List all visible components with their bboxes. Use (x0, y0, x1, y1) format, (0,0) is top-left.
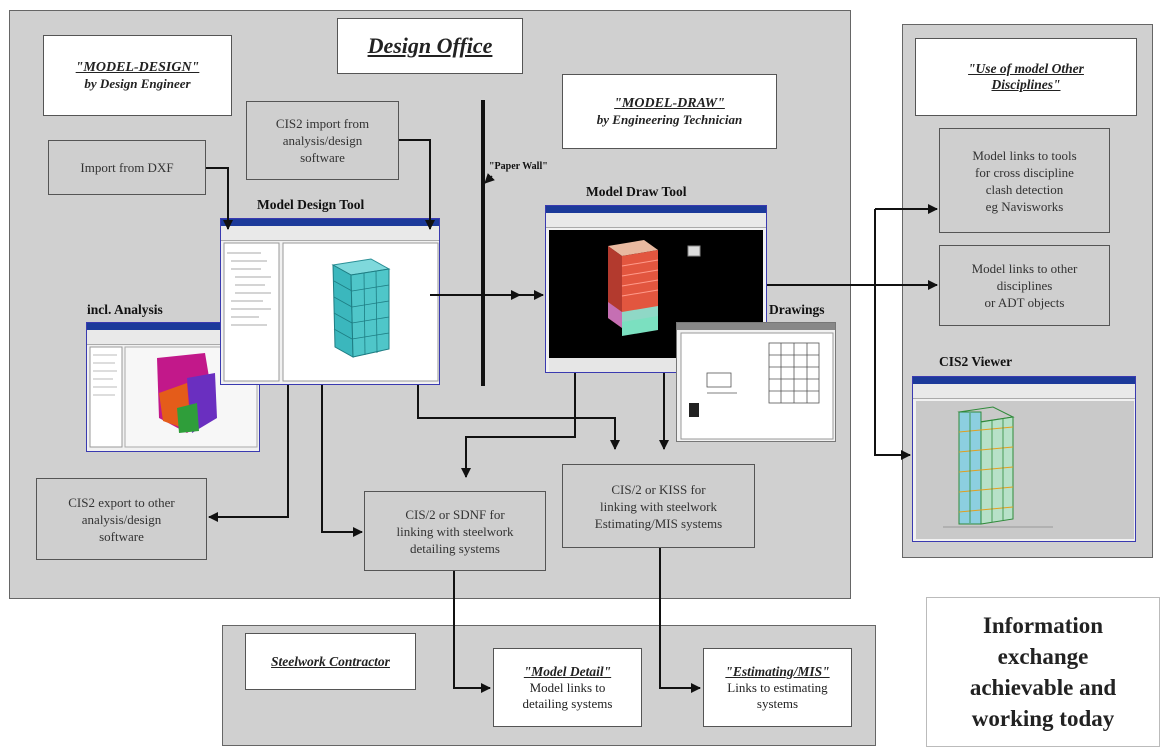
cis2-import-arrow (399, 139, 435, 230)
model-draw-tool-label: Model Draw Tool (586, 184, 687, 199)
model-design-box: "MODEL-DESIGN" by Design Engineer (43, 35, 232, 116)
clash-line: eg Navisworks (985, 198, 1064, 214)
cis2-import-line: CIS2 import from (275, 116, 370, 131)
paper-wall-label: "Paper Wall" (489, 161, 548, 172)
clash-detection-box: Model links to tools for cross disciplin… (939, 128, 1110, 233)
drawings-screenshot (676, 322, 836, 442)
drawings-label: Drawings (769, 302, 825, 317)
other-disciplines-title-line: "Use of model Other (968, 61, 1084, 76)
model-detail-title: "Model Detail" (523, 663, 612, 679)
info-exchange-line: achievable and (969, 675, 1117, 700)
steelwork-contractor-title: Steelwork Contractor (271, 653, 390, 669)
design-to-kiss-arrow (417, 385, 620, 450)
clash-line: Model links to tools (972, 147, 1077, 163)
sdnf-line: linking with steelwork (396, 523, 514, 539)
model-design-tool-label: Model Design Tool (257, 197, 365, 212)
cis2-viewer-screenshot (912, 376, 1136, 542)
model-detail-box: "Model Detail" Model links to detailing … (493, 648, 642, 727)
estimating-line: systems (756, 695, 799, 711)
sdnf-box: CIS/2 or SDNF for linking with steelwork… (364, 491, 546, 571)
draw-to-sdnf-arrow (461, 373, 576, 478)
estimating-mis-box: "Estimating/MIS" Links to estimating sys… (703, 648, 852, 727)
cis2-export-box: CIS2 export to other analysis/design sof… (36, 478, 207, 560)
import-dxf-box: Import from DXF (48, 140, 206, 195)
kiss-line: linking with steelwork (600, 498, 717, 514)
cis2-viewer-label: CIS2 Viewer (939, 354, 1013, 369)
steelwork-contractor-title-box: Steelwork Contractor (245, 633, 416, 690)
sdnf-line: CIS/2 or SDNF for (405, 506, 505, 522)
dxf-arrow (206, 167, 233, 230)
estimating-mis-title: "Estimating/MIS" (725, 663, 830, 679)
drawings-image (680, 332, 834, 440)
kiss-to-estimating-arrow (659, 548, 701, 693)
adt-line: or ADT objects (984, 295, 1065, 310)
clash-bracket (874, 209, 911, 460)
estimating-line: Links to estimating (727, 679, 828, 695)
model-detail-line: Model links to (529, 679, 606, 695)
sdnf-to-detail-arrow (453, 571, 491, 693)
model-design-title: "MODEL-DESIGN" (75, 59, 200, 75)
clash-line: for cross discipline (975, 164, 1074, 180)
cis2-export-line: software (99, 528, 144, 544)
cis2-import-line: analysis/design (282, 133, 363, 148)
cis2-export-line: CIS2 export to other (68, 494, 175, 510)
clash-line: clash detection (985, 181, 1064, 197)
model-design-image (223, 242, 439, 382)
design-office-title-text: Design Office (367, 33, 493, 58)
cis2-export-arrow (208, 385, 289, 522)
kiss-line: Estimating/MIS systems (594, 515, 723, 531)
analysis-screenshot (86, 322, 260, 452)
other-disciplines-title-box: "Use of model Other Disciplines" (915, 38, 1137, 116)
model-design-tool-screenshot (220, 218, 440, 385)
cis2-export-line: analysis/design (81, 511, 162, 527)
design-office-title: Design Office (337, 18, 523, 74)
cis2-viewer-image (916, 401, 1134, 539)
model-design-subtitle: by Design Engineer (84, 75, 191, 91)
cis2-import-line: software (300, 150, 345, 165)
adt-line: Model links to other (971, 261, 1078, 276)
kiss-box: CIS/2 or KISS for linking with steelwork… (562, 464, 755, 548)
model-draw-title: "MODEL-DRAW" (614, 95, 725, 111)
model-draw-subtitle: by Engineering Technician (596, 111, 743, 127)
model-detail-line: detailing systems (522, 695, 613, 711)
paper-wall-pointer (484, 173, 495, 184)
sdnf-line: detailing systems (410, 540, 500, 556)
kiss-line: CIS/2 or KISS for (611, 481, 706, 497)
import-dxf-text: Import from DXF (80, 160, 174, 175)
to-sdnf-arrow (321, 385, 363, 537)
adt-box: Model links to other disciplines or ADT … (939, 245, 1110, 326)
info-exchange-line: exchange (997, 644, 1089, 669)
cis2-import-box: CIS2 import from analysis/design softwar… (246, 101, 399, 180)
info-exchange-box: Information exchange achievable and work… (926, 597, 1160, 747)
other-disciplines-title-line: Disciplines" (991, 77, 1061, 92)
incl-analysis-label: incl. Analysis (87, 302, 163, 317)
analysis-image (89, 346, 258, 448)
adt-line: disciplines (996, 278, 1053, 293)
info-exchange-line: working today (971, 706, 1115, 731)
model-draw-box: "MODEL-DRAW" by Engineering Technician (562, 74, 777, 149)
info-exchange-line: Information (982, 613, 1104, 638)
